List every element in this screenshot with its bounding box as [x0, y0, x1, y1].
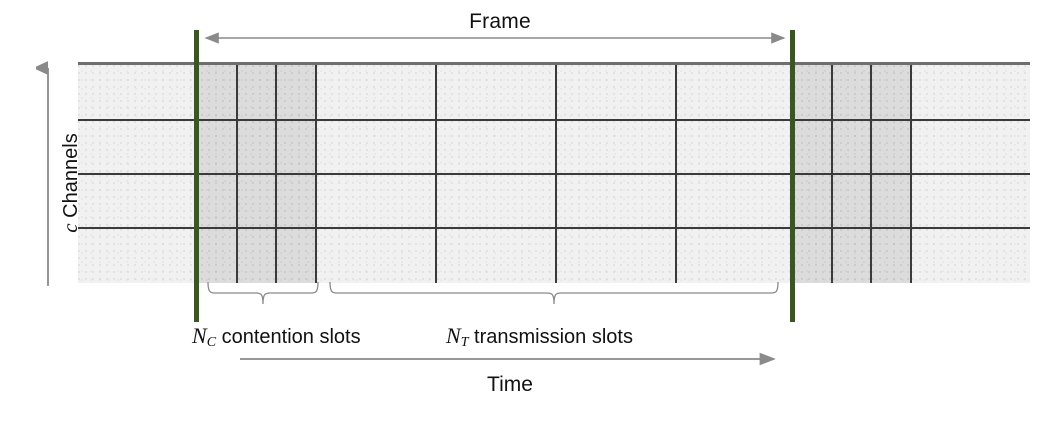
slot-cell-contention[interactable] [236, 65, 275, 119]
slot-cell-contention[interactable] [194, 121, 236, 175]
transmission-brace [329, 281, 779, 305]
slot-cell-contention[interactable] [275, 229, 315, 283]
slot-cell-transmission[interactable] [555, 121, 675, 175]
slot-cell-pre[interactable] [78, 65, 194, 119]
slot-cell-transmission[interactable] [675, 121, 792, 175]
slot-cell-contention[interactable] [831, 229, 870, 283]
slot-cell-post[interactable] [910, 65, 1030, 119]
slot-cell-contention[interactable] [870, 121, 910, 175]
channels-axis-arrow [36, 61, 49, 286]
slot-cell-contention[interactable] [831, 175, 870, 229]
slot-cell-contention[interactable] [236, 229, 275, 283]
slot-cell-contention[interactable] [792, 65, 831, 119]
channel-row [78, 65, 1030, 119]
slot-cell-contention[interactable] [792, 229, 831, 283]
slot-cell-pre[interactable] [78, 121, 194, 175]
slot-cell-contention[interactable] [831, 65, 870, 119]
time-axis-arrow [240, 352, 776, 366]
slot-cell-contention[interactable] [275, 175, 315, 229]
slot-cell-transmission[interactable] [435, 229, 555, 283]
slot-cell-pre[interactable] [78, 229, 194, 283]
slot-cell-transmission[interactable] [555, 175, 675, 229]
slot-cell-contention[interactable] [275, 65, 315, 119]
channels-axis-label-wrap: c Channels [36, 58, 82, 290]
slot-cell-contention[interactable] [870, 65, 910, 119]
channel-row [78, 119, 1030, 175]
frame-label: Frame [469, 10, 531, 33]
slot-cell-transmission[interactable] [315, 229, 435, 283]
slot-cell-contention[interactable] [194, 229, 236, 283]
slot-cell-contention[interactable] [792, 175, 831, 229]
slot-cell-contention[interactable] [236, 175, 275, 229]
channel-row [78, 173, 1030, 229]
slot-cell-transmission[interactable] [675, 175, 792, 229]
time-axis-label: Time [487, 373, 533, 396]
slot-cell-transmission[interactable] [315, 175, 435, 229]
contention-slots-label: NC contention slots [192, 322, 361, 357]
slot-cell-contention[interactable] [792, 121, 831, 175]
slot-cell-contention[interactable] [870, 229, 910, 283]
slot-cell-pre[interactable] [78, 175, 194, 229]
channel-row [78, 227, 1030, 283]
transmission-slots-label: NT transmission slots [446, 322, 633, 357]
slot-cell-contention[interactable] [194, 65, 236, 119]
contention-brace [207, 281, 319, 305]
transmission-variable: NT [446, 323, 469, 350]
slot-cell-post[interactable] [910, 175, 1030, 229]
slot-cell-post[interactable] [910, 229, 1030, 283]
slot-cell-transmission[interactable] [315, 65, 435, 119]
slot-cell-transmission[interactable] [435, 175, 555, 229]
slot-cell-contention[interactable] [831, 121, 870, 175]
slot-grid [78, 62, 1030, 283]
slot-cell-contention[interactable] [275, 121, 315, 175]
slot-cell-post[interactable] [910, 121, 1030, 175]
contention-label-text: contention slots [221, 326, 361, 348]
slot-cell-transmission[interactable] [435, 65, 555, 119]
slot-cell-contention[interactable] [236, 121, 275, 175]
slot-cell-contention[interactable] [870, 175, 910, 229]
slot-cell-transmission[interactable] [555, 65, 675, 119]
transmission-label-text: transmission slots [474, 326, 633, 348]
frame-boundary-left [194, 30, 199, 322]
slot-cell-contention[interactable] [194, 175, 236, 229]
frame-span-arrow [204, 32, 786, 44]
slot-cell-transmission[interactable] [675, 229, 792, 283]
slot-cell-transmission[interactable] [675, 65, 792, 119]
frame-boundary-right [790, 30, 795, 322]
contention-variable: NC [192, 323, 217, 350]
slot-cell-transmission[interactable] [435, 121, 555, 175]
slot-cell-transmission[interactable] [555, 229, 675, 283]
slot-cell-transmission[interactable] [315, 121, 435, 175]
